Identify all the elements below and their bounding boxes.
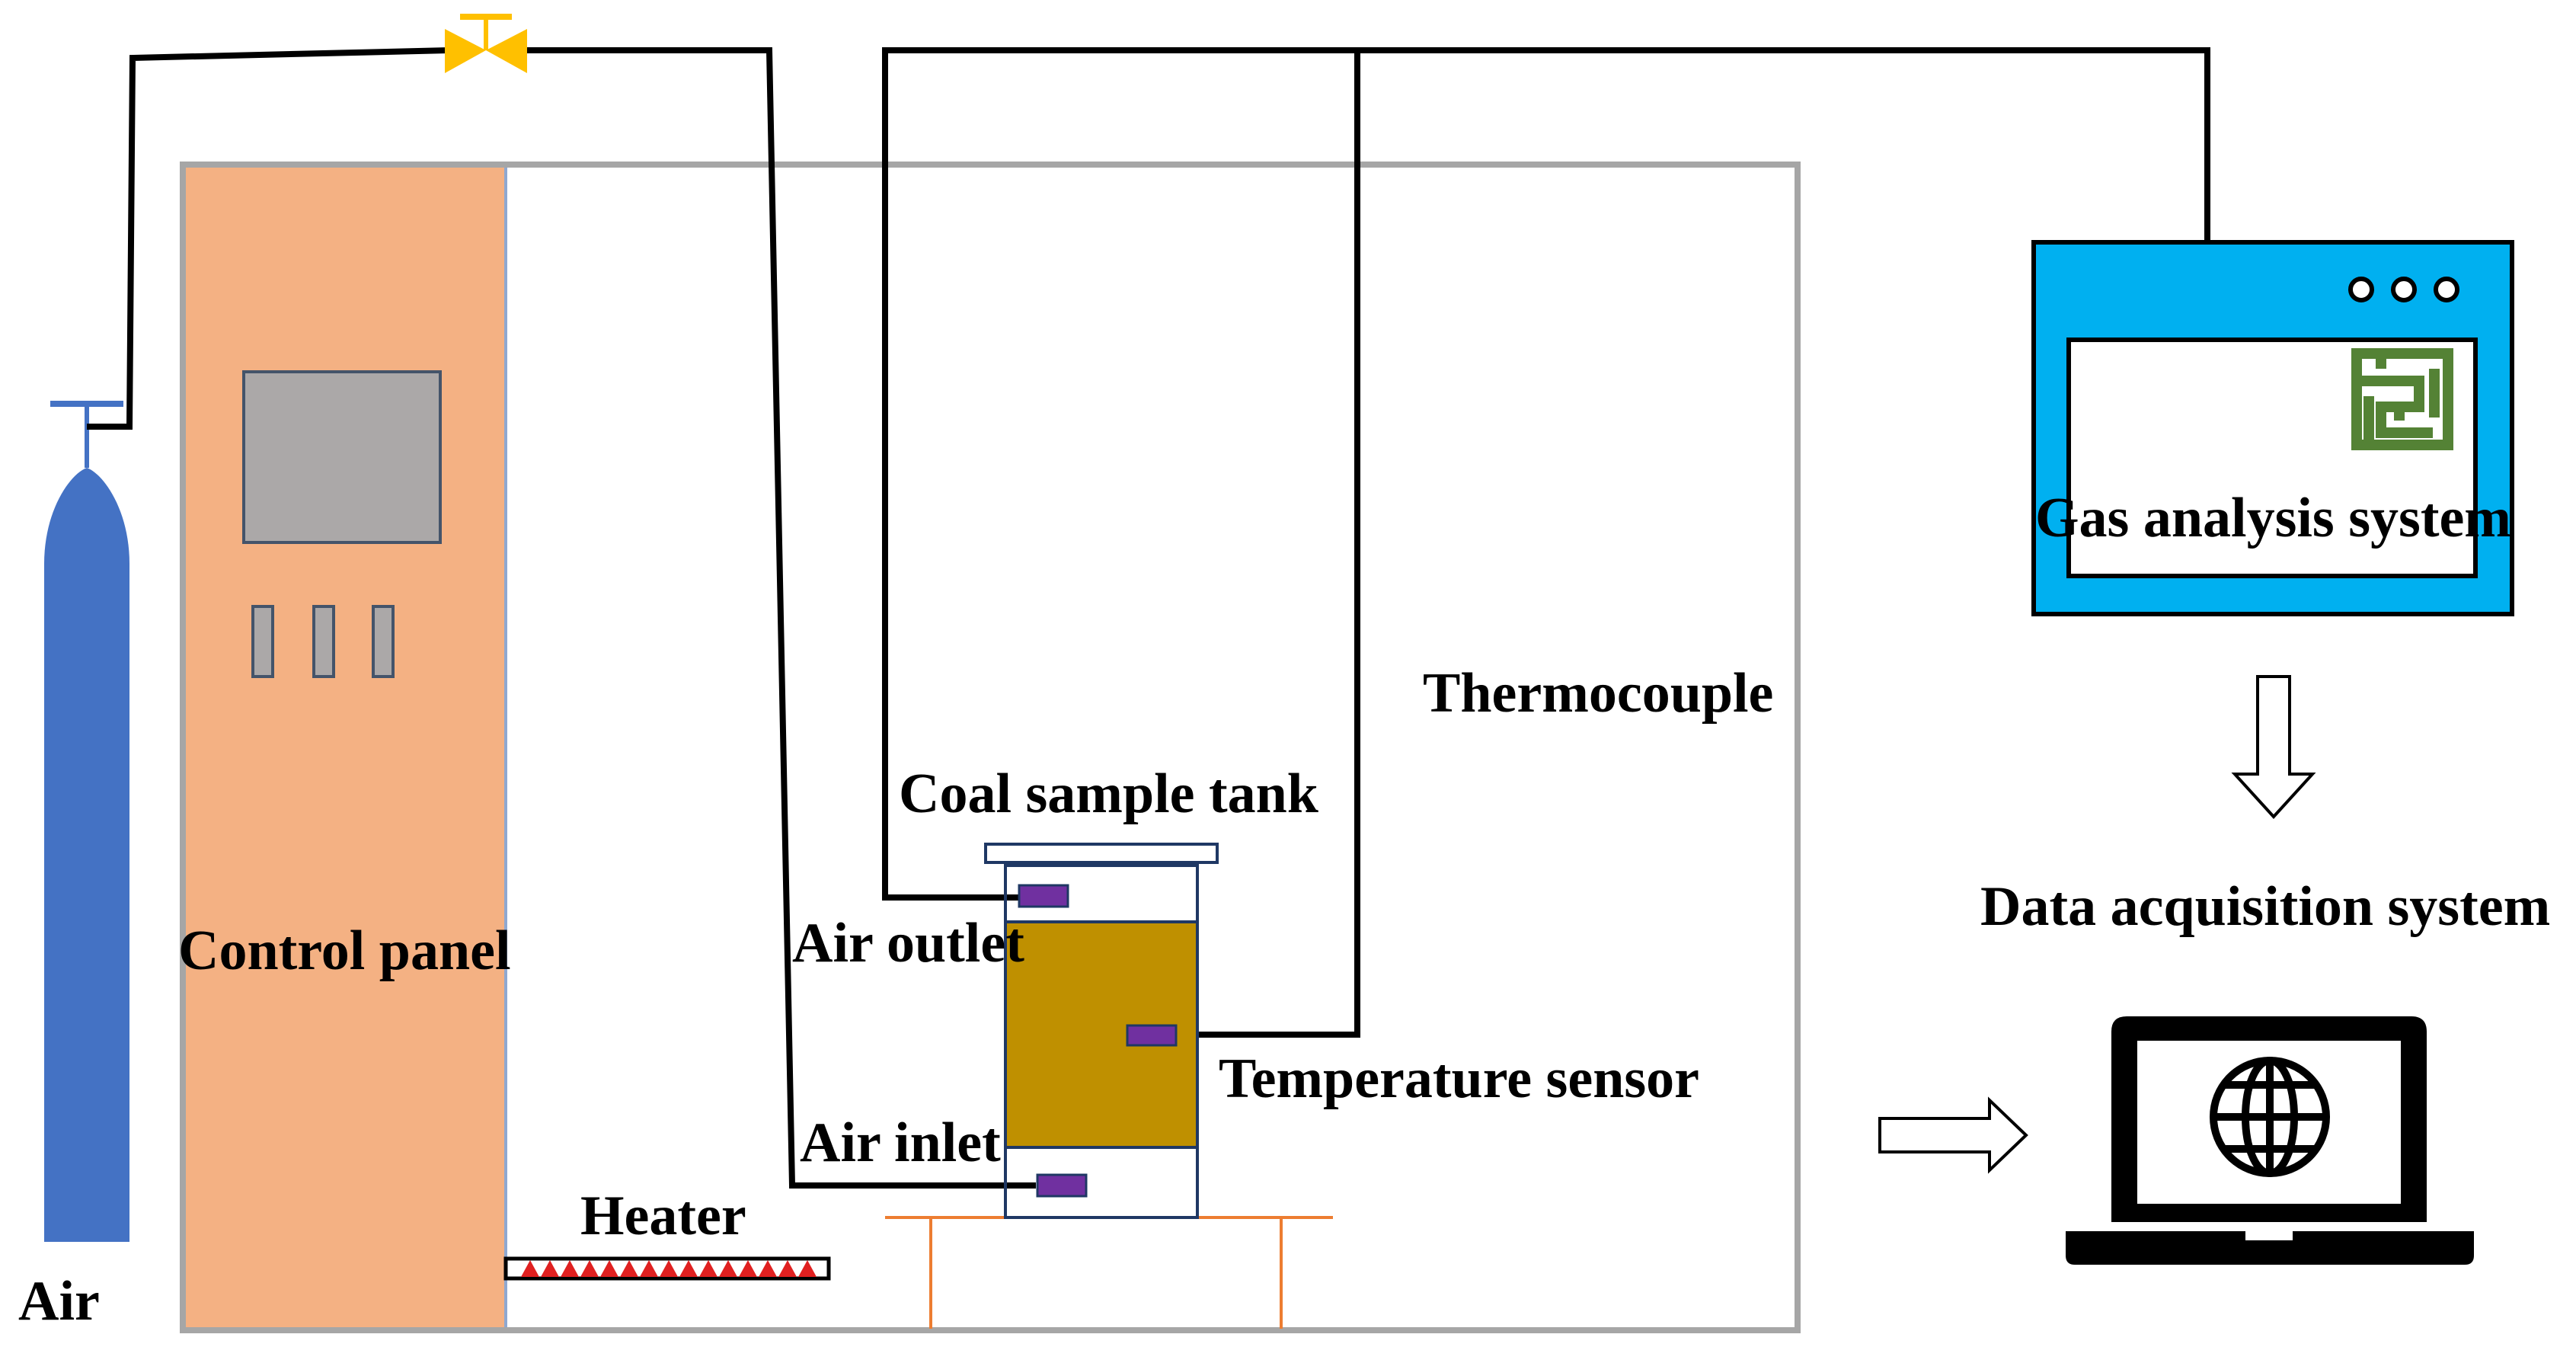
heater-element	[739, 1260, 757, 1277]
indicator-light	[2348, 277, 2374, 302]
heater-element	[719, 1260, 737, 1277]
indicator-light	[2434, 277, 2459, 302]
data-acquisition-system-label: Data acquisition system	[1980, 875, 2550, 938]
heater	[503, 1256, 831, 1281]
heater-element	[778, 1260, 797, 1277]
heater-element	[541, 1260, 559, 1277]
heater-element	[798, 1260, 817, 1277]
control-panel	[186, 168, 506, 1327]
thermocouple-wire	[1176, 50, 1360, 1038]
heater-element	[580, 1260, 599, 1277]
gas-analyzer	[2031, 240, 2514, 616]
valve-icon	[445, 14, 527, 73]
control-panel-switch	[372, 605, 395, 678]
temperature-sensor-label: Temperature sensor	[1219, 1048, 1699, 1110]
right-arrow-icon	[1878, 1096, 2028, 1174]
laptop-globe-icon	[2066, 1016, 2474, 1265]
maze-icon	[2351, 348, 2453, 450]
heater-element	[660, 1260, 678, 1277]
heater-element	[521, 1260, 539, 1277]
heater-label: Heater	[580, 1185, 746, 1247]
heater-element	[759, 1260, 777, 1277]
air-supply-pipe	[87, 47, 450, 430]
control-panel-screen	[242, 370, 442, 544]
outlet-sensor	[1018, 884, 1069, 908]
air-inlet-label: Air inlet	[800, 1112, 1001, 1174]
air-outlet-pipe	[882, 47, 2210, 901]
heater-element	[699, 1260, 718, 1277]
heater-element	[640, 1260, 658, 1277]
indicator-light	[2391, 277, 2417, 302]
heater-element	[600, 1260, 618, 1277]
down-arrow-icon	[2231, 675, 2316, 819]
chamber-box	[180, 162, 1801, 1333]
control-panel-switch	[312, 605, 335, 678]
heater-element	[679, 1260, 698, 1277]
coal-sample-tank-label: Coal sample tank	[899, 763, 1319, 825]
inlet-sensor	[1036, 1173, 1088, 1198]
heater-element	[561, 1260, 579, 1277]
air-supply-pipe	[523, 47, 1036, 1189]
gas-analysis-system-label: Gas analysis system	[2035, 487, 2511, 549]
air-outlet-label: Air outlet	[792, 912, 1024, 974]
tank-stand	[885, 1216, 1333, 1329]
temperature-sensor-probe	[1126, 1024, 1178, 1047]
thermocouple-label: Thermocouple	[1423, 662, 1773, 725]
control-panel-switch	[251, 605, 274, 678]
heater-element	[620, 1260, 638, 1277]
control-panel-label: Control panel	[178, 920, 511, 982]
air-label: Air	[18, 1270, 100, 1333]
gas-cylinder-icon	[44, 401, 129, 1242]
